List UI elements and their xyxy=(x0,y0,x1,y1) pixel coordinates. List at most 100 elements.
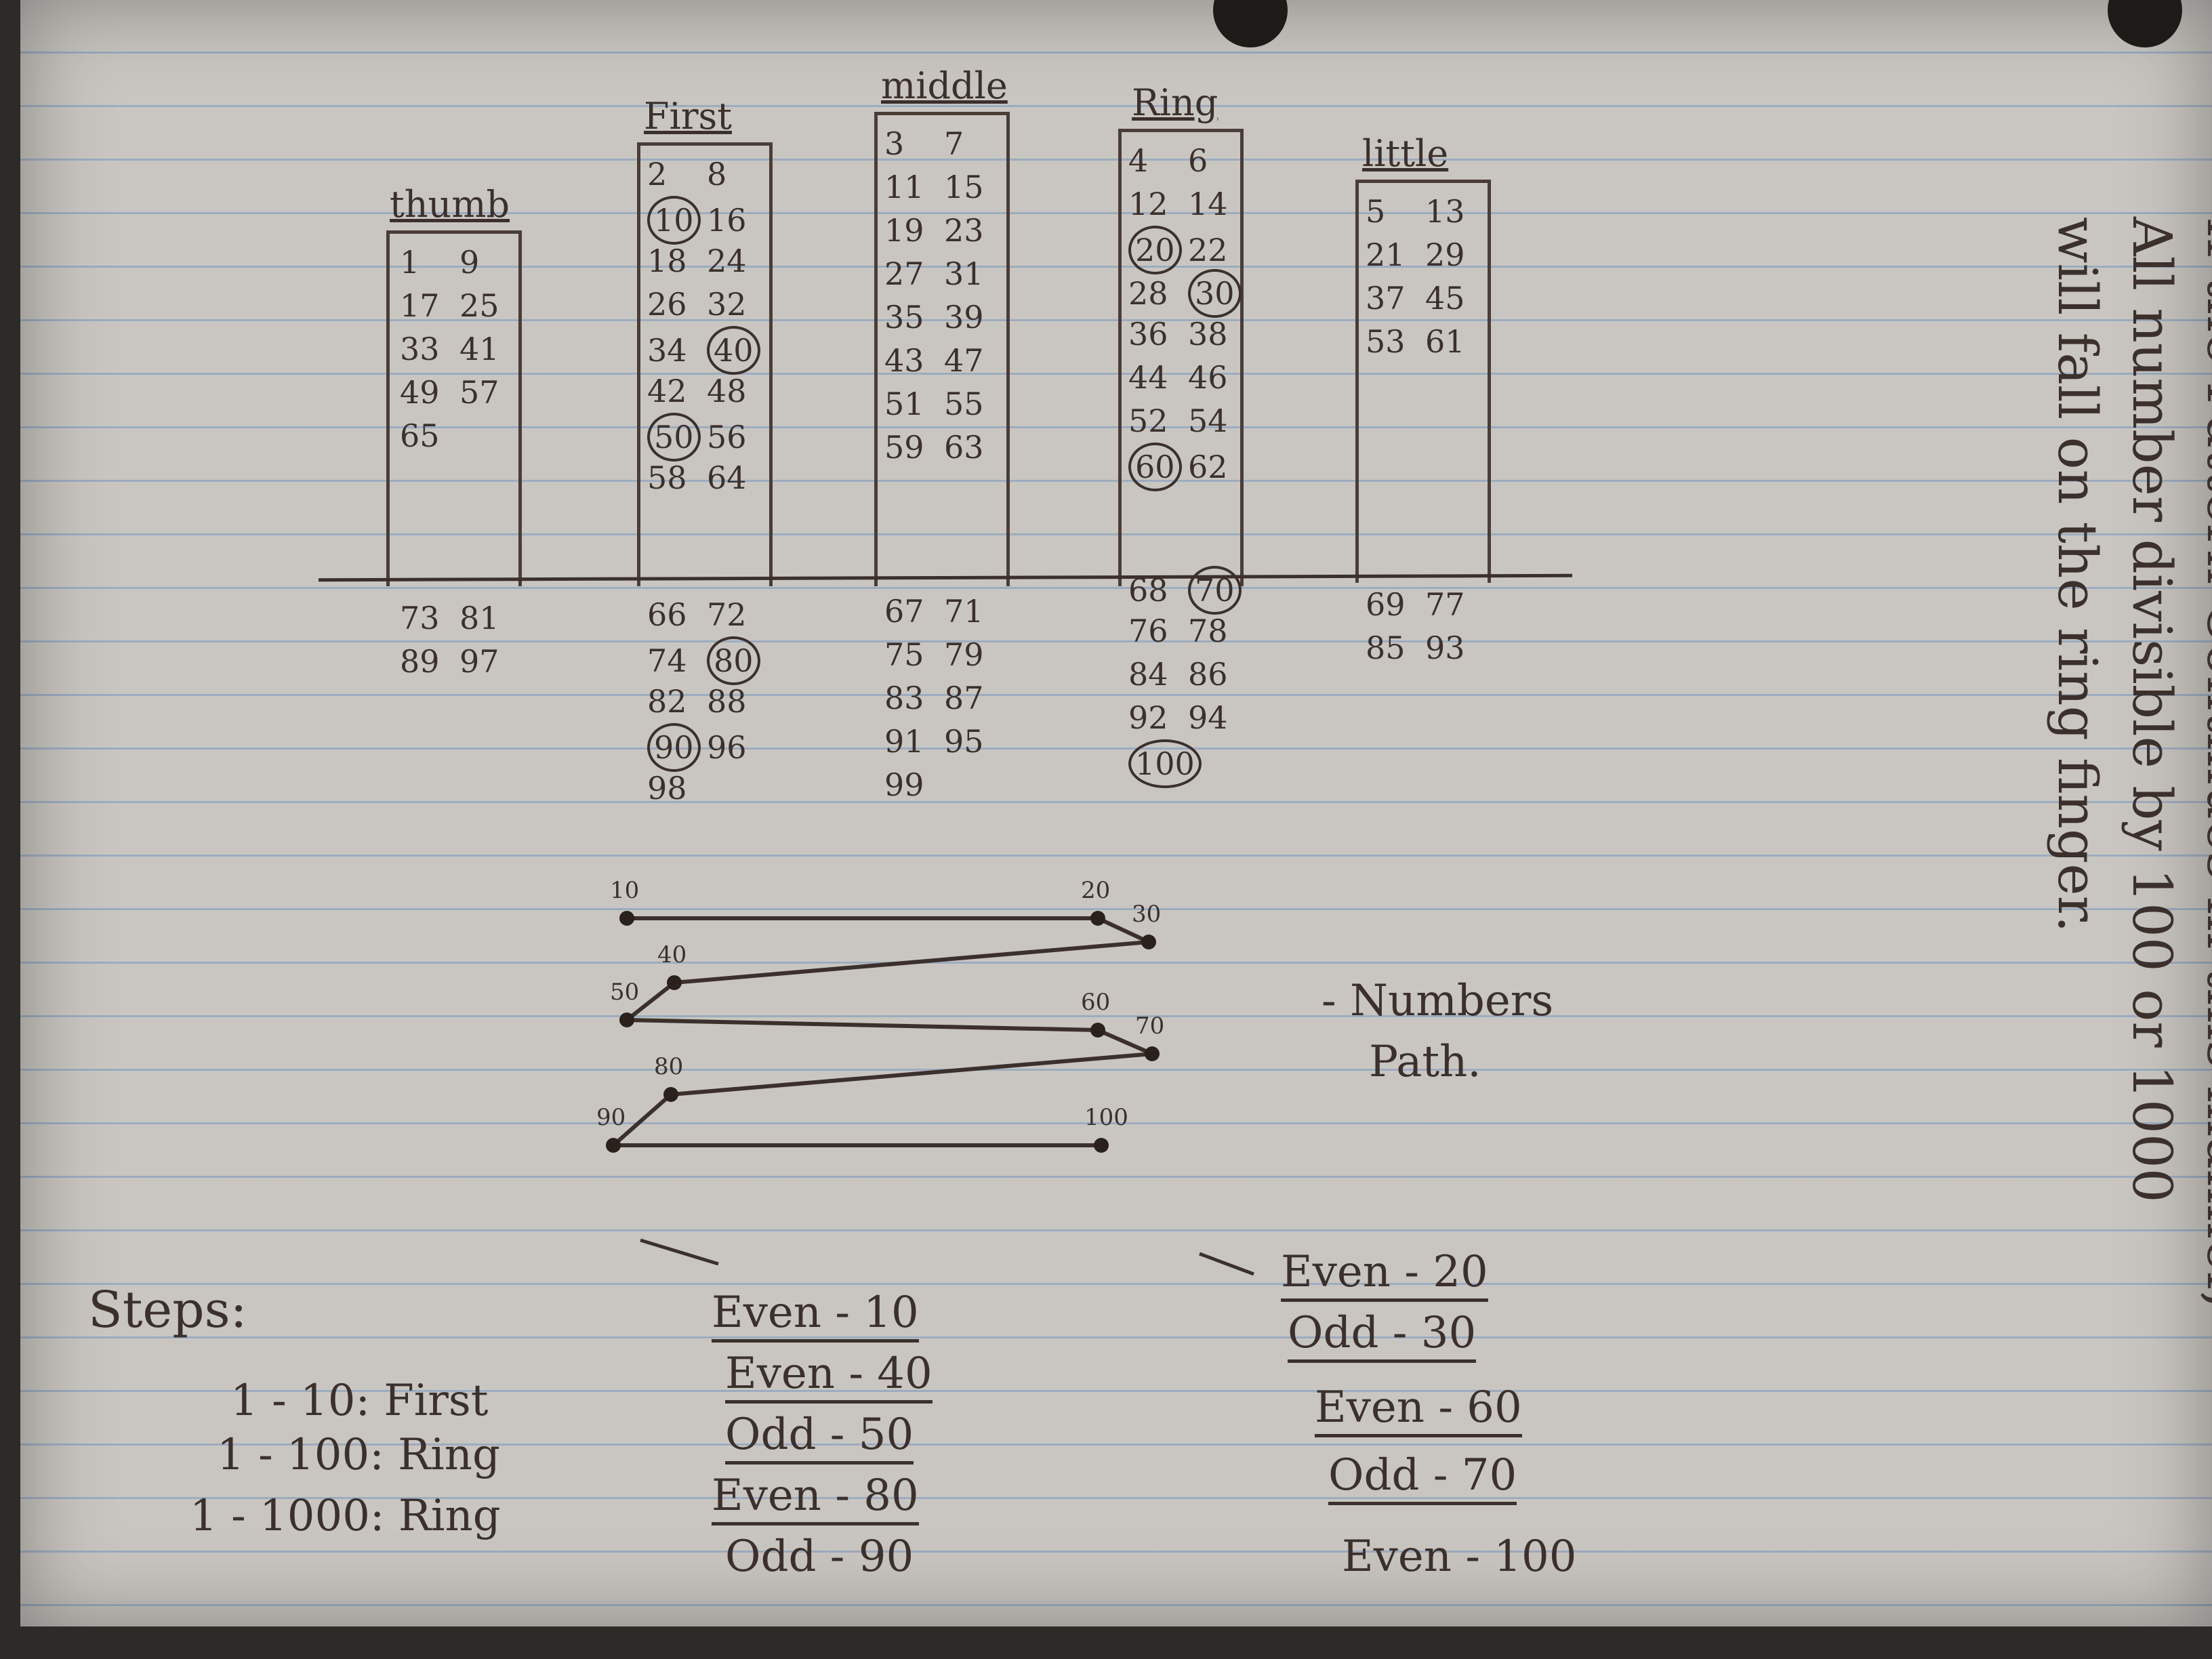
finger-number: 87 xyxy=(944,676,1004,720)
finger-number-text: 42 xyxy=(647,373,687,409)
finger-number: 58 xyxy=(647,456,707,499)
parity-left-item: Odd - 90 xyxy=(725,1532,914,1582)
finger-number-text: 55 xyxy=(944,386,984,422)
finger-number-text: 74 xyxy=(647,642,687,679)
steps-heading: Steps: xyxy=(88,1281,247,1339)
finger-number: 96 xyxy=(707,726,766,769)
finger-number-text: 100 xyxy=(1128,739,1202,788)
finger-number-text: 76 xyxy=(1128,613,1168,649)
finger-number-text: 68 xyxy=(1128,572,1168,609)
path-stop-label: 90 xyxy=(596,1104,626,1131)
finger-number-text: 86 xyxy=(1188,656,1228,693)
finger-number: 39 xyxy=(944,295,1004,339)
number-pair-row: 98 xyxy=(647,766,766,810)
finger-number-text: 95 xyxy=(944,723,984,760)
finger-number: 35 xyxy=(884,295,944,339)
path-stop-label: 70 xyxy=(1135,1012,1164,1040)
finger-number-text: 51 xyxy=(884,386,924,422)
path-stop-label: 40 xyxy=(657,941,687,968)
finger-number-text: 32 xyxy=(707,286,747,323)
finger-number-text: 22 xyxy=(1188,232,1228,268)
path-stop-label: 60 xyxy=(1081,989,1110,1016)
finger-number: 82 xyxy=(647,680,707,723)
finger-number-text: 17 xyxy=(400,287,440,324)
column-title-little: little xyxy=(1362,132,1449,175)
finger-number-text: 29 xyxy=(1425,237,1465,273)
finger-number-text: 54 xyxy=(1188,403,1228,439)
column-title-ring: Ring xyxy=(1132,81,1218,124)
finger-number: 25 xyxy=(459,284,519,327)
path-stop-dot xyxy=(619,911,634,926)
finger-number: 51 xyxy=(884,382,944,426)
finger-number-text: 5 xyxy=(1366,193,1386,230)
finger-number-text: 4 xyxy=(1128,142,1149,179)
finger-number: 73 xyxy=(400,596,459,640)
finger-number-text: 30 xyxy=(1188,269,1242,318)
finger-number-text: 50 xyxy=(647,413,701,462)
finger-number-text: 65 xyxy=(400,417,440,454)
finger-number: 70 xyxy=(1188,566,1248,615)
number-pair-row: 100 xyxy=(1128,739,1248,788)
parity-right-item: Even - 20 xyxy=(1281,1247,1488,1302)
finger-number-text: 9 xyxy=(459,244,480,281)
number-pair-row: 42 48 xyxy=(647,369,766,413)
finger-number: 26 xyxy=(647,283,707,326)
path-stop-dot xyxy=(1090,911,1105,926)
finger-number-text: 23 xyxy=(944,212,984,249)
finger-number: 27 xyxy=(884,252,944,295)
path-stop-label: 30 xyxy=(1132,901,1161,928)
path-stop-dot xyxy=(663,1087,678,1102)
column-box-ring xyxy=(1118,129,1244,586)
finger-number-text: 73 xyxy=(400,600,440,636)
finger-number: 88 xyxy=(707,680,766,723)
finger-number: 45 xyxy=(1425,276,1485,320)
finger-number: 24 xyxy=(707,239,766,283)
finger-number-text: 47 xyxy=(944,342,984,379)
finger-number: 6 xyxy=(1188,139,1248,182)
number-pair-row: 35 39 xyxy=(884,295,1004,339)
finger-number-text: 64 xyxy=(707,459,747,496)
number-pair-row: 43 47 xyxy=(884,339,1004,382)
finger-number: 89 xyxy=(400,640,459,683)
finger-number: 7 xyxy=(944,122,1004,165)
finger-number-text: 14 xyxy=(1188,186,1228,222)
finger-number: 20 xyxy=(1128,226,1188,274)
finger-number: 48 xyxy=(707,369,766,413)
finger-number: 57 xyxy=(459,371,519,414)
finger-number-text: 35 xyxy=(884,299,924,335)
finger-number: 84 xyxy=(1128,653,1188,696)
finger-number-text: 31 xyxy=(944,255,984,292)
finger-number: 59 xyxy=(884,426,944,469)
finger-number-text: 8 xyxy=(707,156,727,192)
finger-number: 31 xyxy=(944,252,1004,295)
finger-number-text: 94 xyxy=(1188,699,1228,736)
finger-number-text: 43 xyxy=(884,342,924,379)
finger-number-text: 58 xyxy=(647,459,687,496)
finger-number-text: 61 xyxy=(1425,323,1465,360)
path-stop-dot xyxy=(1094,1138,1109,1153)
finger-number-text: 46 xyxy=(1188,359,1228,396)
finger-number: 23 xyxy=(944,209,1004,252)
finger-number: 90 xyxy=(647,723,707,772)
finger-number: 56 xyxy=(707,415,766,459)
path-stop-label: 20 xyxy=(1081,877,1110,904)
finger-number: 49 xyxy=(400,371,459,414)
parity-right-item: Even - 100 xyxy=(1342,1532,1577,1582)
finger-number xyxy=(707,766,766,810)
column-title-first: First xyxy=(644,95,732,138)
finger-number-text: 79 xyxy=(944,636,984,673)
